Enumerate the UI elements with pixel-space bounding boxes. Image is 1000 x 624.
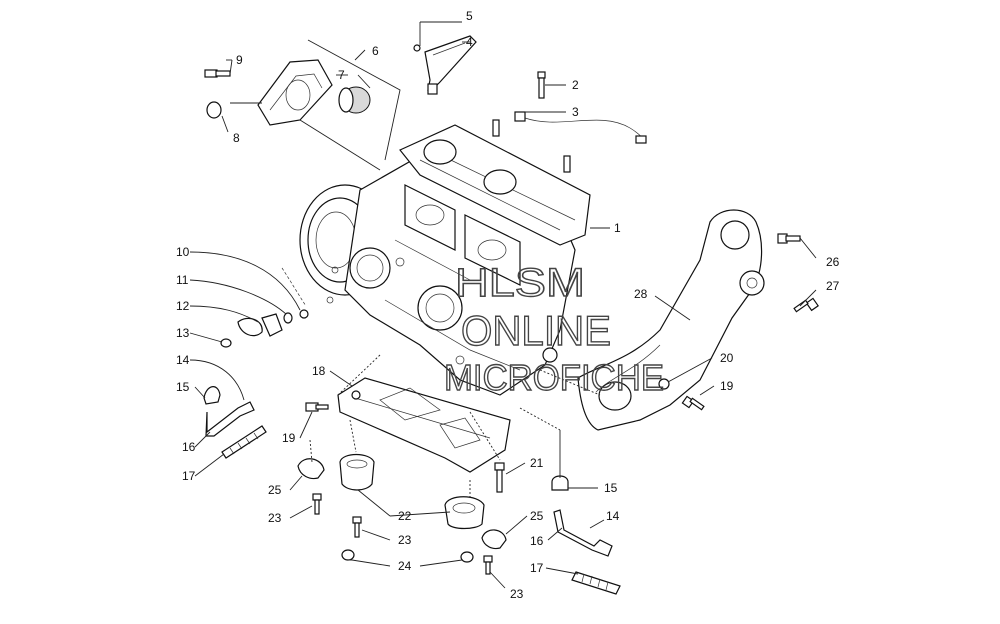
callout-17-left: 17 [182,469,196,483]
callout-28: 28 [634,287,648,301]
callout-3: 3 [572,105,579,119]
lower-mounts [297,453,507,575]
callout-5: 5 [466,9,473,23]
callout-24: 24 [398,559,412,573]
recoil-housing [204,59,371,126]
hose-set-right [551,475,621,595]
grab-handle [413,35,477,95]
callout-2: 2 [572,78,579,92]
callout-21: 21 [530,456,544,470]
callout-13: 13 [176,326,190,340]
callout-11: 11 [176,273,189,287]
callout-4: 4 [466,35,473,49]
watermark-line-3: MICROFICHE [444,357,664,398]
callout-15-right: 15 [604,481,618,495]
callout-23-a: 23 [268,511,282,525]
watermark-line-1: HLSM [455,261,585,305]
callout-19-left: 19 [282,431,296,445]
callout-14-left: 14 [176,353,190,367]
callout-6: 6 [372,44,379,58]
callout-25-left: 25 [268,483,282,497]
callout-12: 12 [176,299,190,313]
engine-bracket-right [577,209,819,431]
callout-9: 9 [236,53,243,67]
callout-16-right: 16 [530,534,544,548]
small-hardware-left [220,267,309,348]
callout-8: 8 [233,131,240,145]
callout-labels: 1 2 3 4 5 6 7 8 9 10 11 12 13 14 15 16 1… [176,9,840,601]
callout-25-right: 25 [530,509,544,523]
callout-22: 22 [398,509,412,523]
callout-1: 1 [614,221,621,235]
hose-set-left [203,386,267,459]
callout-7: 7 [338,68,345,82]
callout-23-c: 23 [510,587,524,601]
leader-lines [189,21,817,589]
callout-17-right: 17 [530,561,544,575]
callout-23-b: 23 [398,533,412,547]
engine-mount-plate [337,377,511,473]
bolt-19-right [681,395,705,411]
callout-27: 27 [826,279,840,293]
callout-19-right: 19 [720,379,734,393]
callout-16-left: 16 [182,440,196,454]
watermark: HLSM ONLINE MICROFICHE [443,260,664,398]
bolt-19-left [305,402,329,412]
watermark-line-2: ONLINE [461,307,611,354]
engine-assembly [299,119,591,396]
callout-26: 26 [826,255,840,269]
callout-18: 18 [312,364,326,378]
callout-10: 10 [176,245,190,259]
callout-15-left: 15 [176,380,190,394]
callout-20: 20 [720,351,734,365]
sensor-wire [514,71,647,144]
callout-14-right: 14 [606,509,620,523]
